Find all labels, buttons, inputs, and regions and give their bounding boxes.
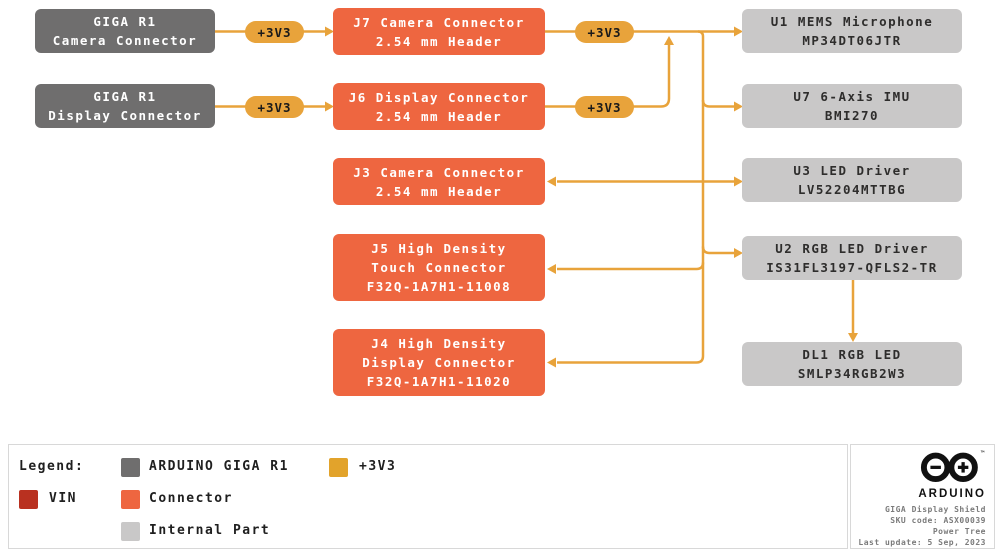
node-line: SMLP34RGB2W3	[797, 366, 907, 381]
node-line: LV52204MTTBG	[797, 182, 907, 197]
node-u1-mems-microphone: U1 MEMS Microphone MP34DT06JTR	[742, 9, 962, 53]
arrow-into-u2	[734, 248, 743, 258]
node-j5-touch-connector: J5 High Density Touch Connector F32Q-1A7…	[333, 234, 545, 301]
node-line: U1 MEMS Microphone	[770, 14, 934, 29]
badge-3v3: +3V3	[575, 21, 634, 43]
brand-panel: ™ ARDUINO GIGA Display Shield SKU code: …	[850, 444, 995, 549]
node-line: GIGA R1	[93, 14, 157, 29]
badge-3v3: +3V3	[245, 96, 304, 118]
arrow-into-j6	[325, 101, 334, 112]
node-line: Display Connector	[48, 108, 202, 123]
node-u3-led-driver: U3 LED Driver LV52204MTTBG	[742, 158, 962, 202]
node-line: J7 Camera Connector	[353, 14, 525, 30]
node-line: DL1 RGB LED	[802, 347, 902, 362]
node-line: U3 LED Driver	[793, 163, 911, 178]
arduino-logo-icon: ™	[920, 450, 985, 483]
arrow-into-u3	[734, 176, 743, 187]
node-line: MP34DT06JTR	[802, 33, 902, 48]
node-line: J3 Camera Connector	[353, 164, 525, 180]
arrow-into-u7	[734, 101, 743, 112]
node-line: Camera Connector	[52, 33, 198, 48]
node-j4-display-connector: J4 High Density Display Connector F32Q-1…	[333, 329, 545, 396]
legend-swatch-3v3	[329, 458, 348, 477]
node-line: J6 Display Connector	[348, 89, 530, 105]
doc-last-update: Last update: 5 Sep, 2023	[858, 538, 986, 547]
doc-title: GIGA Display Shield	[884, 505, 986, 514]
node-line: J4 High Density	[371, 336, 507, 351]
legend-swatch-vin	[19, 490, 38, 509]
legend-label-arduino-giga-r1: ARDUINO GIGA R1	[149, 459, 289, 474]
node-line: 2.54 mm Header	[375, 108, 503, 124]
node-line: BMI270	[824, 108, 880, 123]
legend-panel: Legend: ARDUINO GIGA R1 +3V3 VIN Connect…	[8, 444, 848, 549]
wire-j6-up-merge	[545, 45, 671, 108]
legend-label-internal-part: Internal Part	[149, 523, 271, 538]
node-dl1-rgb-led: DL1 RGB LED SMLP34RGB2W3	[742, 342, 962, 386]
arrow-into-j4	[547, 357, 556, 368]
wire-branch-u2	[701, 246, 735, 255]
arrow-into-j5	[547, 264, 556, 274]
arrow-into-dl1	[848, 333, 858, 342]
node-j7-camera-connector: J7 Camera Connector 2.54 mm Header	[333, 8, 545, 55]
legend-swatch-arduino-giga-r1	[121, 458, 140, 477]
node-line: GIGA R1	[93, 89, 157, 104]
node-line: U2 RGB LED Driver	[775, 241, 929, 256]
legend-swatch-internal-part	[121, 522, 140, 541]
node-j6-display-connector: J6 Display Connector 2.54 mm Header	[333, 83, 545, 130]
node-u7-imu: U7 6-Axis IMU BMI270	[742, 84, 962, 128]
node-giga-r1-camera-connector: GIGA R1 Camera Connector	[35, 9, 215, 53]
wire-branch-u7	[701, 99, 735, 108]
doc-sku: SKU code: ASX00039	[890, 516, 986, 525]
node-u2-rgb-led-driver: U2 RGB LED Driver IS31FL3197-QFLS2-TR	[742, 236, 962, 280]
legend-label-3v3: +3V3	[359, 459, 397, 474]
badge-3v3: +3V3	[245, 21, 304, 43]
node-line: Touch Connector	[371, 260, 507, 275]
badge-3v3: +3V3	[575, 96, 634, 118]
legend-label-connector: Connector	[149, 491, 233, 506]
legend-label-vin: VIN	[49, 491, 77, 506]
brand-name: ARDUINO	[918, 488, 986, 500]
trademark-glyph: ™	[981, 450, 985, 458]
node-line: F32Q-1A7H1-11020	[366, 374, 512, 389]
node-line: Display Connector	[362, 355, 516, 370]
legend-swatch-connector	[121, 490, 140, 509]
node-line: 2.54 mm Header	[375, 183, 503, 199]
wire-trunk-to-j4	[557, 30, 705, 364]
node-line: IS31FL3197-QFLS2-TR	[766, 260, 938, 275]
node-giga-r1-display-connector: GIGA R1 Display Connector	[35, 84, 215, 128]
node-line: U7 6-Axis IMU	[793, 89, 911, 104]
node-line: J5 High Density	[371, 241, 507, 256]
wire-branch-j5	[557, 262, 705, 271]
node-j3-camera-connector: J3 Camera Connector 2.54 mm Header	[333, 158, 545, 205]
arrow-into-j3	[547, 176, 556, 187]
node-line: 2.54 mm Header	[375, 33, 503, 49]
doc-type: Power Tree	[932, 527, 986, 536]
node-line: F32Q-1A7H1-11008	[366, 279, 512, 294]
arrow-into-u1	[734, 26, 743, 37]
arrow-into-j7	[325, 26, 334, 37]
legend-title: Legend:	[19, 459, 85, 474]
arrow-up-merge	[664, 36, 674, 45]
